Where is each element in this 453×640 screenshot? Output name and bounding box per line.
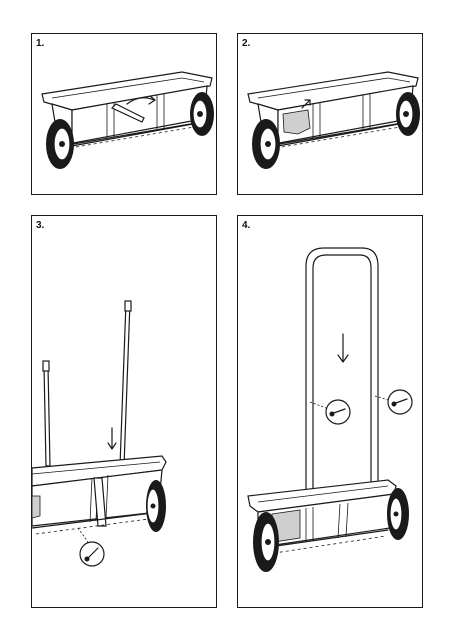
step-3-illustration <box>32 300 167 567</box>
step-3-panel: 3. <box>31 215 217 608</box>
step-2-panel: 2. <box>237 33 423 195</box>
step-1-label: 1. <box>36 38 45 49</box>
step-2-illustration <box>247 71 420 169</box>
step-4-label: 4. <box>242 220 251 231</box>
step-1-illustration <box>41 71 214 169</box>
step-4-illustration <box>247 247 413 572</box>
step-2-label: 2. <box>242 38 251 49</box>
step-4-panel: 4. <box>237 215 423 608</box>
step-3-label: 3. <box>36 220 45 231</box>
step-1-panel: 1. <box>31 33 217 195</box>
